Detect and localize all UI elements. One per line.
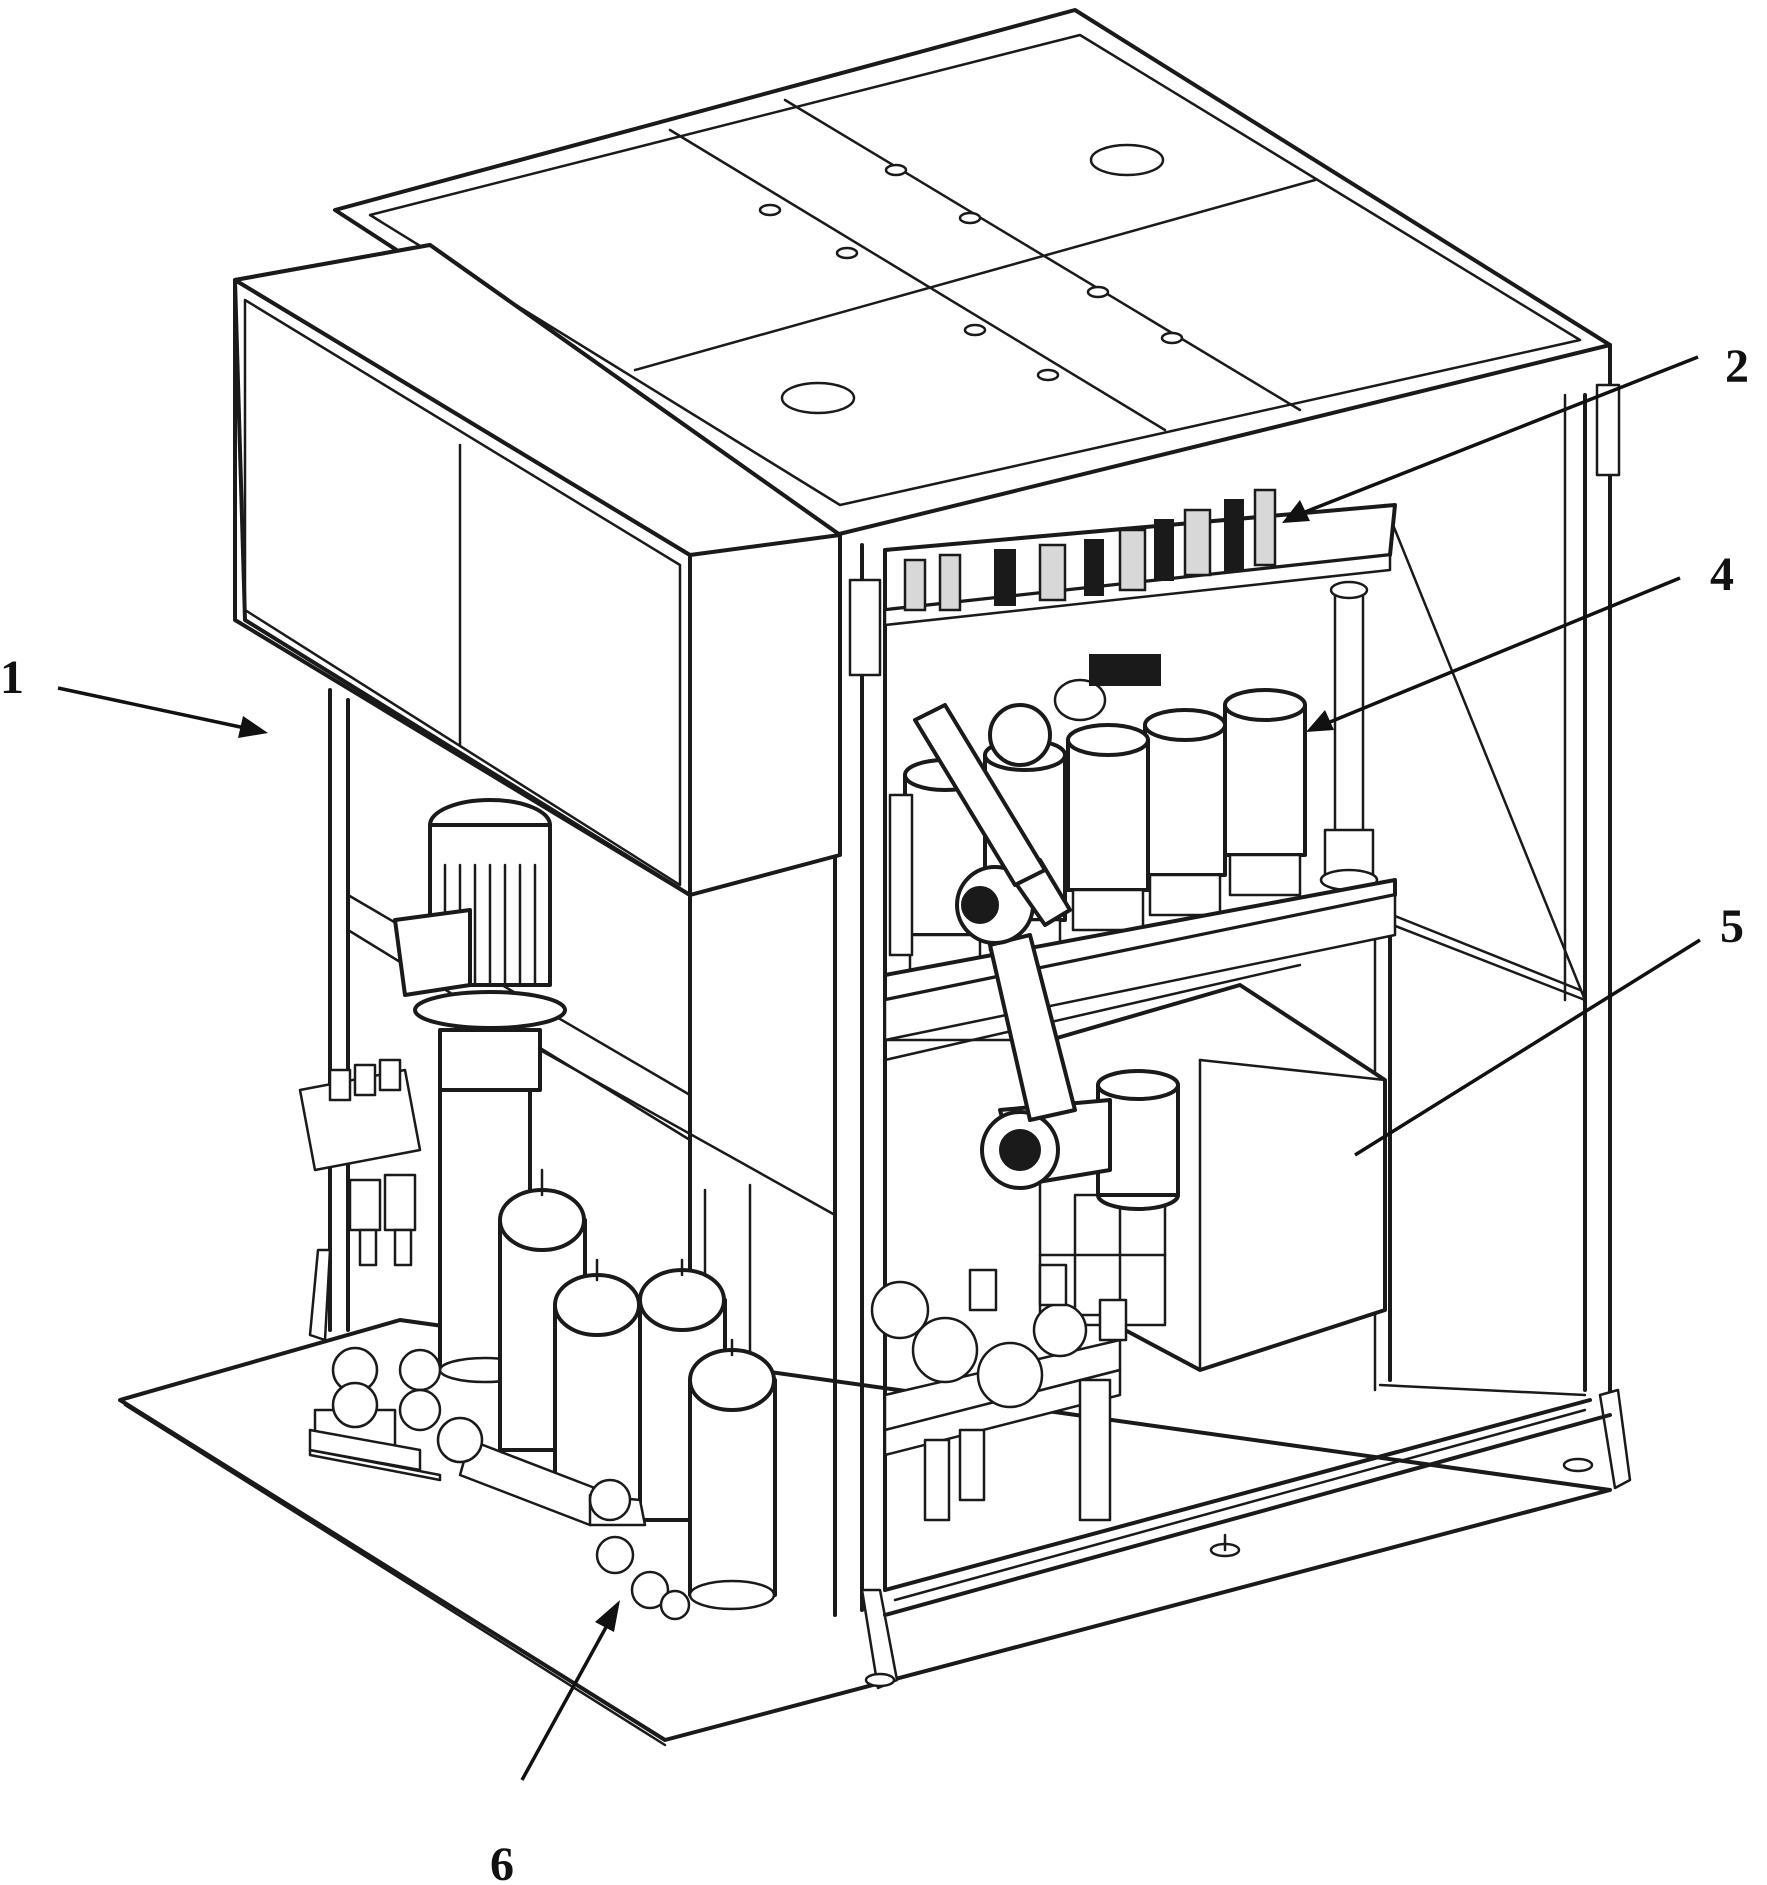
canister [1223,688,1307,897]
filter-tanks [498,1168,777,1611]
roof-bolts [758,163,1184,382]
pneumatic-regulators [298,1058,422,1267]
canister [1066,723,1150,932]
dispenser-valves [903,488,1277,612]
callout-5: 5 [1354,900,1744,1157]
callout-1: 1 [0,651,268,738]
label-5: 5 [1720,900,1744,953]
label-1: 1 [0,651,24,704]
callout-6: 6 [490,1600,620,1885]
robot-arm [913,654,1180,1327]
callout-4: 2 [1282,340,1749,523]
filter-tank [688,1338,777,1611]
label-2: 4 [1710,548,1734,601]
left-enclosure [233,243,842,897]
rear-frame [1562,343,1632,1490]
support-column [1319,580,1379,892]
piping [308,1346,691,1621]
callout-2: 4 [1306,548,1734,732]
valve-manifold [870,1263,1128,1522]
right-side-panel [1378,503,1587,1002]
base-plate [118,1318,1612,1747]
dispensing-shelf [883,488,1397,627]
label-4: 2 [1725,340,1749,393]
label-6: 6 [490,1838,514,1885]
callouts: 1 4 2 5 6 [0,340,1749,1885]
filter-tank [553,1258,642,1507]
canister [1143,708,1227,917]
